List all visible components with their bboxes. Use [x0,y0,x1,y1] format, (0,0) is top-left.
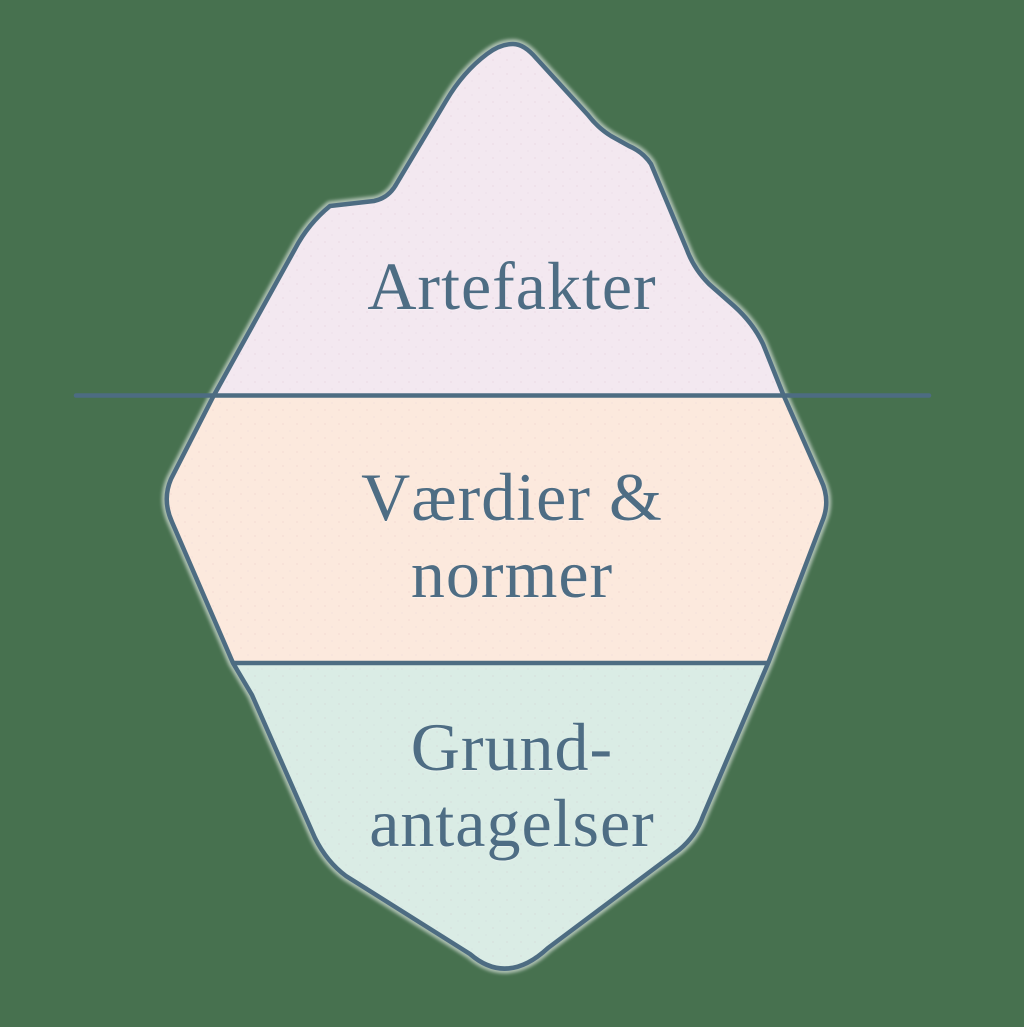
iceberg-outline [164,41,829,971]
